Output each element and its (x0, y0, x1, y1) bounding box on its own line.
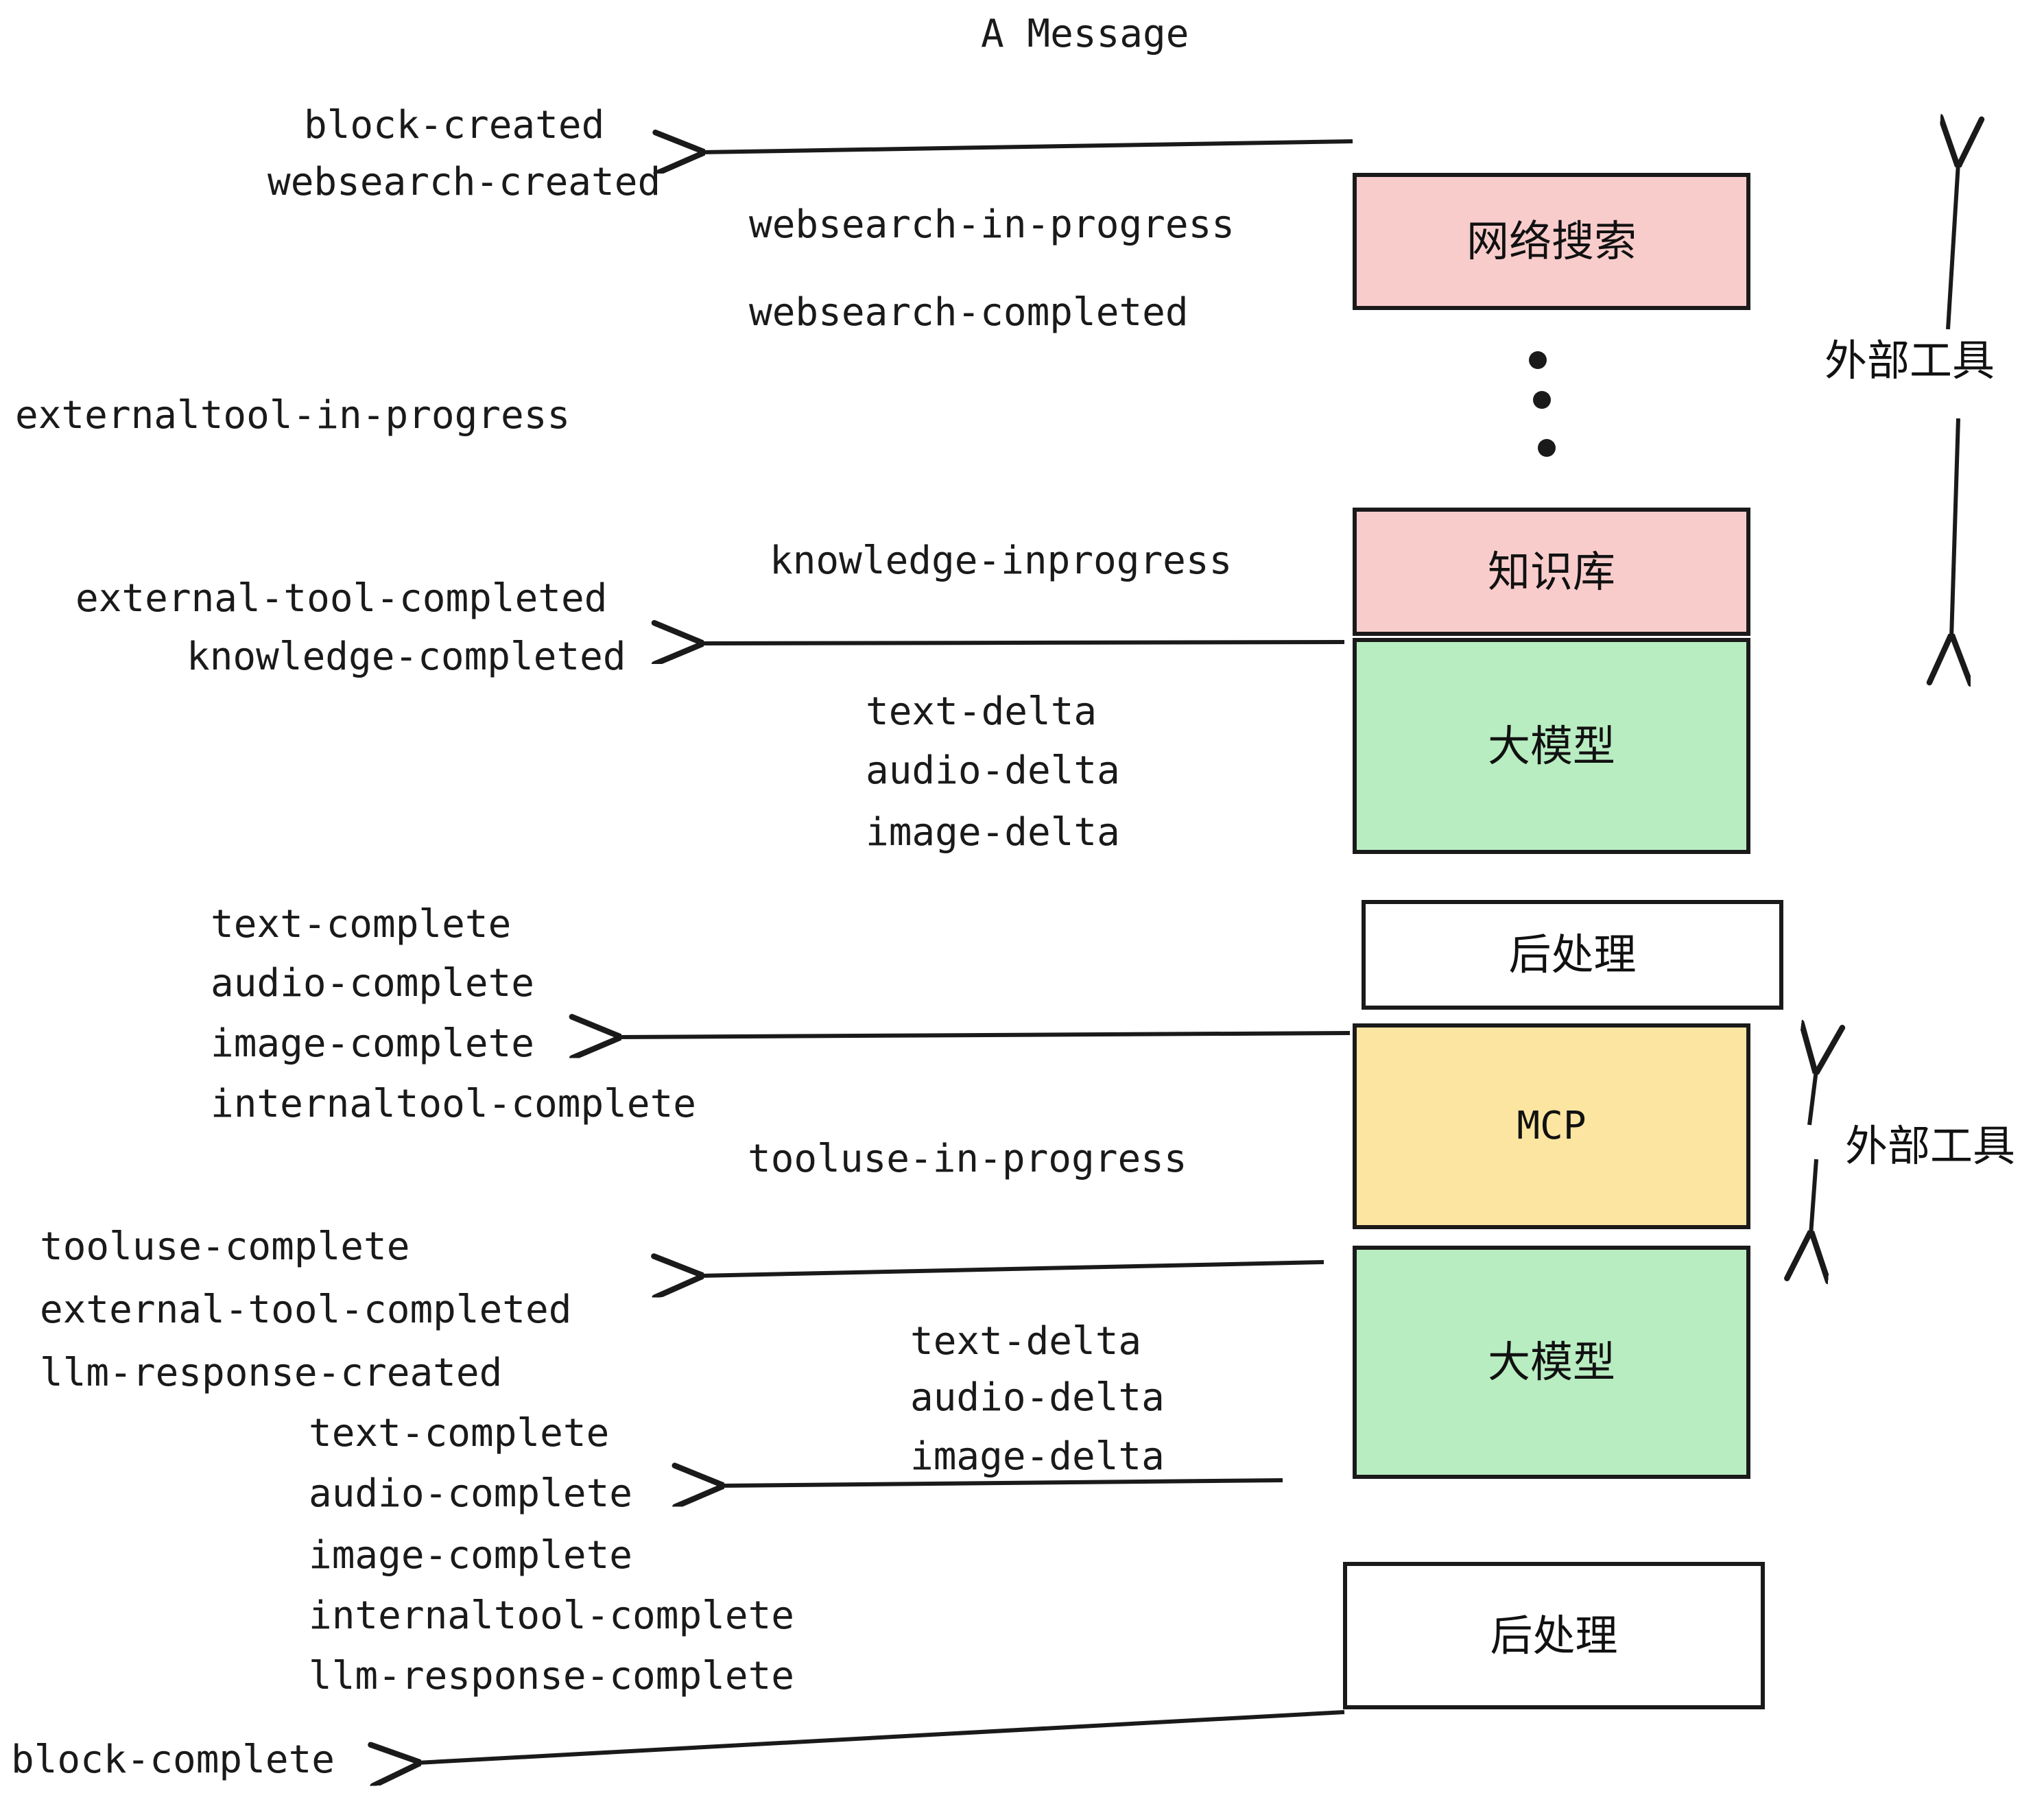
ellipsis-dot-3 (1538, 439, 1556, 457)
event-text-delta-second: text-delta (910, 1319, 1142, 1364)
event-websearch-in-progress: websearch-in-progress (749, 202, 1235, 247)
box-mcp: MCP (1353, 1023, 1750, 1229)
box-websearch-label: 网络搜索 (1466, 216, 1637, 266)
event-audio-delta-second: audio-delta (910, 1375, 1165, 1420)
event-internaltool-complete-first: internaltool-complete (211, 1082, 697, 1126)
arrow-block-complete (417, 1710, 1345, 1763)
event-audio-complete-second: audio-complete (309, 1471, 633, 1516)
event-image-delta-second: image-delta (910, 1434, 1165, 1479)
event-llm-response-complete: llm-response-complete (309, 1654, 795, 1698)
event-audio-complete-first: audio-complete (211, 961, 535, 1006)
arrow-knowledge-completed (700, 642, 1345, 643)
event-image-complete-second: image-complete (309, 1533, 633, 1578)
box-postprocess-second-label: 后处理 (1490, 1610, 1618, 1661)
arrow-image-complete (617, 1033, 1351, 1037)
box-knowledge: 知识库 (1353, 508, 1750, 636)
box-llm-first: 大模型 (1353, 638, 1750, 854)
ellipsis-dot-1 (1529, 351, 1547, 369)
event-block-created: block-created (304, 103, 605, 147)
event-audio-delta-first: audio-delta (866, 748, 1120, 793)
event-text-complete-second: text-complete (309, 1411, 610, 1456)
arrow-tooluse-complete (700, 1262, 1324, 1276)
event-text-complete-first: text-complete (211, 902, 512, 947)
ellipsis-dot-2 (1533, 391, 1551, 409)
event-websearch-created: websearch-created (268, 160, 661, 204)
event-internaltool-complete-second: internaltool-complete (309, 1593, 795, 1638)
external-tools-bottom-label: 外部工具 (1845, 1121, 2016, 1171)
event-knowledge-inprogress: knowledge-inprogress (770, 538, 1233, 583)
box-llm-second-label: 大模型 (1487, 1337, 1615, 1387)
box-llm-first-label: 大模型 (1487, 720, 1615, 771)
arrow-external-tools-top (1948, 163, 1958, 638)
page-title: A Message (981, 12, 1189, 56)
event-text-delta-first: text-delta (866, 689, 1097, 734)
event-tooluse-complete: tooluse-complete (40, 1224, 410, 1269)
arrow-websearch-created (701, 141, 1353, 152)
box-postprocess-first: 后处理 (1362, 900, 1783, 1010)
box-postprocess-second: 后处理 (1343, 1562, 1765, 1709)
event-block-complete: block-complete (11, 1737, 335, 1782)
event-external-tool-completed-second: external-tool-completed (40, 1287, 572, 1332)
event-llm-response-created: llm-response-created (40, 1351, 503, 1395)
arrow-audio-complete (720, 1480, 1283, 1486)
arrow-external-tools-bottom (1809, 1070, 1816, 1235)
external-tools-top-label: 外部工具 (1825, 335, 1995, 385)
event-tooluse-in-progress: tooluse-in-progress (748, 1137, 1187, 1181)
box-knowledge-label: 知识库 (1487, 546, 1615, 597)
event-knowledge-completed: knowledge-completed (187, 634, 626, 679)
event-external-tool-completed-first: external-tool-completed (75, 576, 608, 621)
box-mcp-label: MCP (1517, 1104, 1587, 1148)
event-externaltool-in-progress: externaltool-in-progress (15, 393, 571, 438)
box-llm-second: 大模型 (1353, 1246, 1750, 1479)
event-image-complete-first: image-complete (211, 1021, 535, 1066)
event-websearch-completed: websearch-completed (749, 290, 1189, 335)
box-postprocess-first-label: 后处理 (1508, 929, 1637, 980)
event-image-delta-first: image-delta (866, 810, 1120, 855)
box-websearch: 网络搜索 (1353, 173, 1750, 310)
